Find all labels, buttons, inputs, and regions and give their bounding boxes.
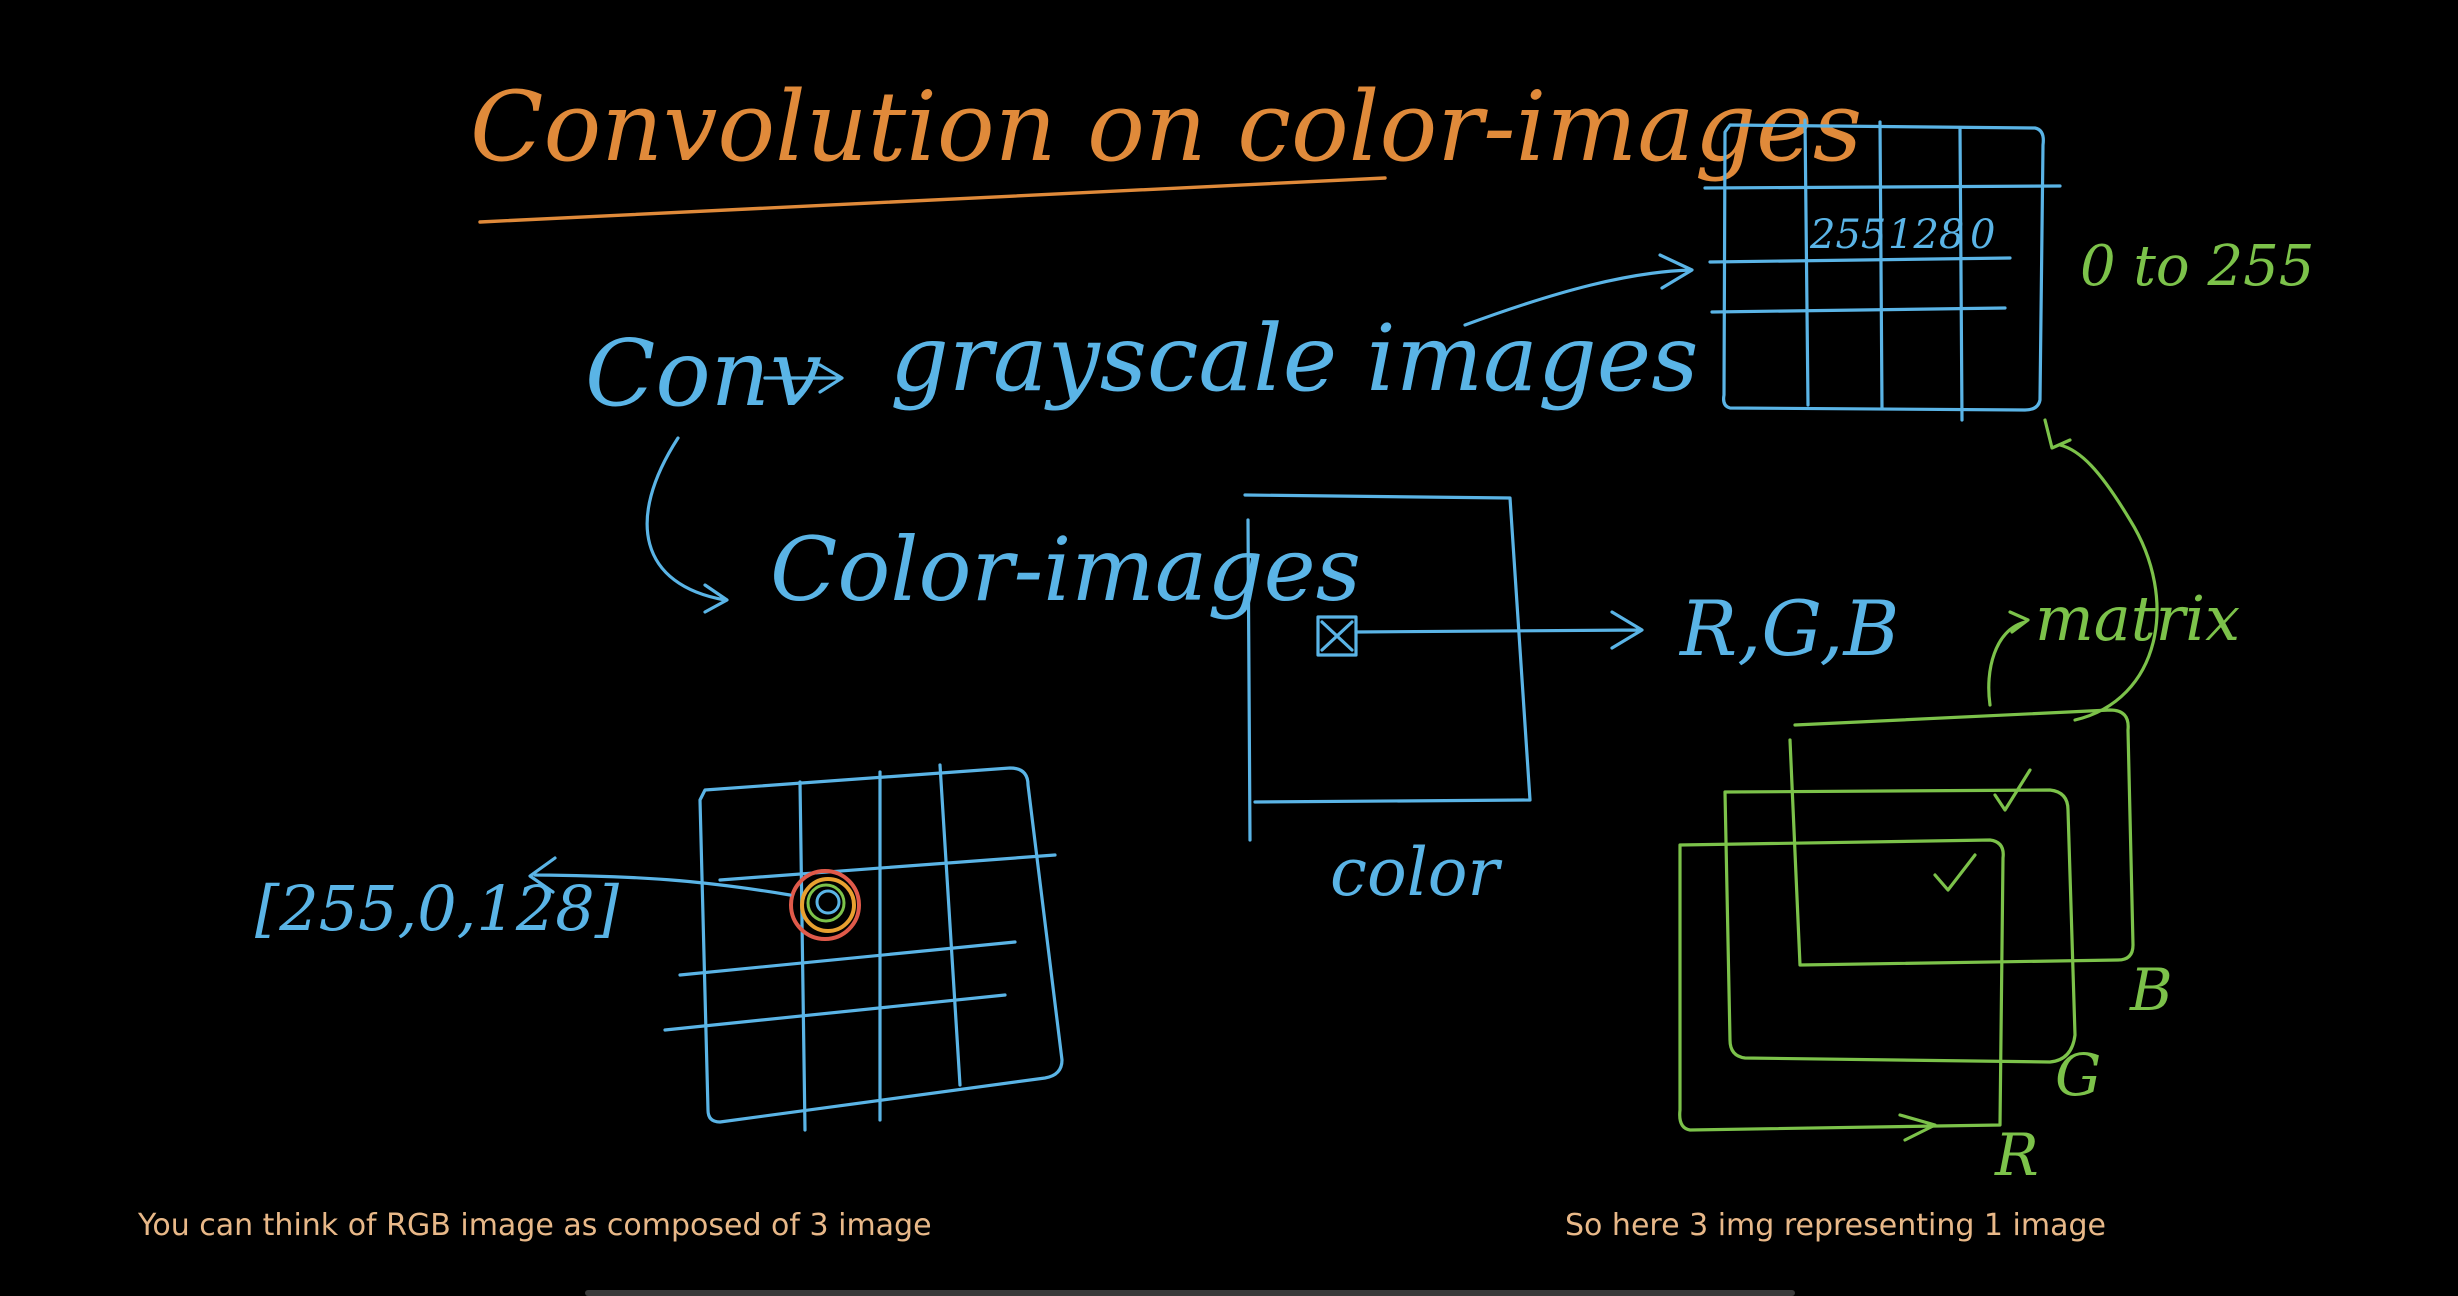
pixel-grid: [663, 763, 1064, 1132]
selected-pixel-red: [789, 869, 861, 941]
grid-cell-255: 255: [1809, 212, 1886, 258]
check-mark-b: [1993, 768, 2032, 812]
range-text: 0 to 255: [2080, 234, 2314, 299]
video-progress-bar[interactable]: [585, 1290, 1795, 1296]
grid-cell-128: 128: [1888, 212, 1964, 258]
title-text: Convolution on color-images: [470, 71, 1862, 183]
branch-arrow: [645, 436, 729, 614]
pixel-values-text: [255,0,128]: [255, 872, 620, 945]
grid-cell-0: 0: [1970, 212, 1995, 258]
matrix-to-grid-arrow: [2043, 418, 2159, 722]
caption-right: So here 3 img representing 1 image: [1565, 1208, 2106, 1243]
channel-b: [1788, 708, 2135, 967]
selected-pixel-blue: [815, 889, 841, 915]
color-images-text: Color-images: [770, 518, 1361, 621]
color-image-box: [1243, 493, 1644, 842]
check-mark-g: [1933, 853, 1977, 892]
rgb-channel-stack: [1678, 708, 2135, 1142]
label-g: G: [2055, 1041, 2101, 1109]
conv-arrow: [763, 363, 844, 394]
conv-text: Conv: [585, 320, 822, 427]
pixel-values-arrow: [528, 856, 792, 897]
matrix-pointer: [1987, 610, 2030, 707]
selected-pixel-green: [806, 883, 846, 923]
pixel-to-rgb-arrow: [1354, 610, 1644, 650]
color-label-text: color: [1330, 834, 1503, 911]
selected-pixel-orange: [800, 877, 856, 933]
matrix-text: matrix: [2035, 582, 2240, 655]
channel-r: [1678, 838, 2005, 1132]
label-r: R: [1994, 1121, 2039, 1189]
rgb-text: R,G,B: [1678, 584, 1899, 673]
grayscale-text: grayscale images: [890, 305, 1698, 412]
caption-left: You can think of RGB image as composed o…: [138, 1208, 932, 1243]
grayscale-to-grid-arrow: [1463, 253, 1694, 327]
channel-g: [1723, 788, 2077, 1064]
grayscale-grid: 255 128 0: [1703, 118, 2062, 422]
label-b: B: [2129, 956, 2173, 1024]
title-underline: [478, 176, 1387, 224]
